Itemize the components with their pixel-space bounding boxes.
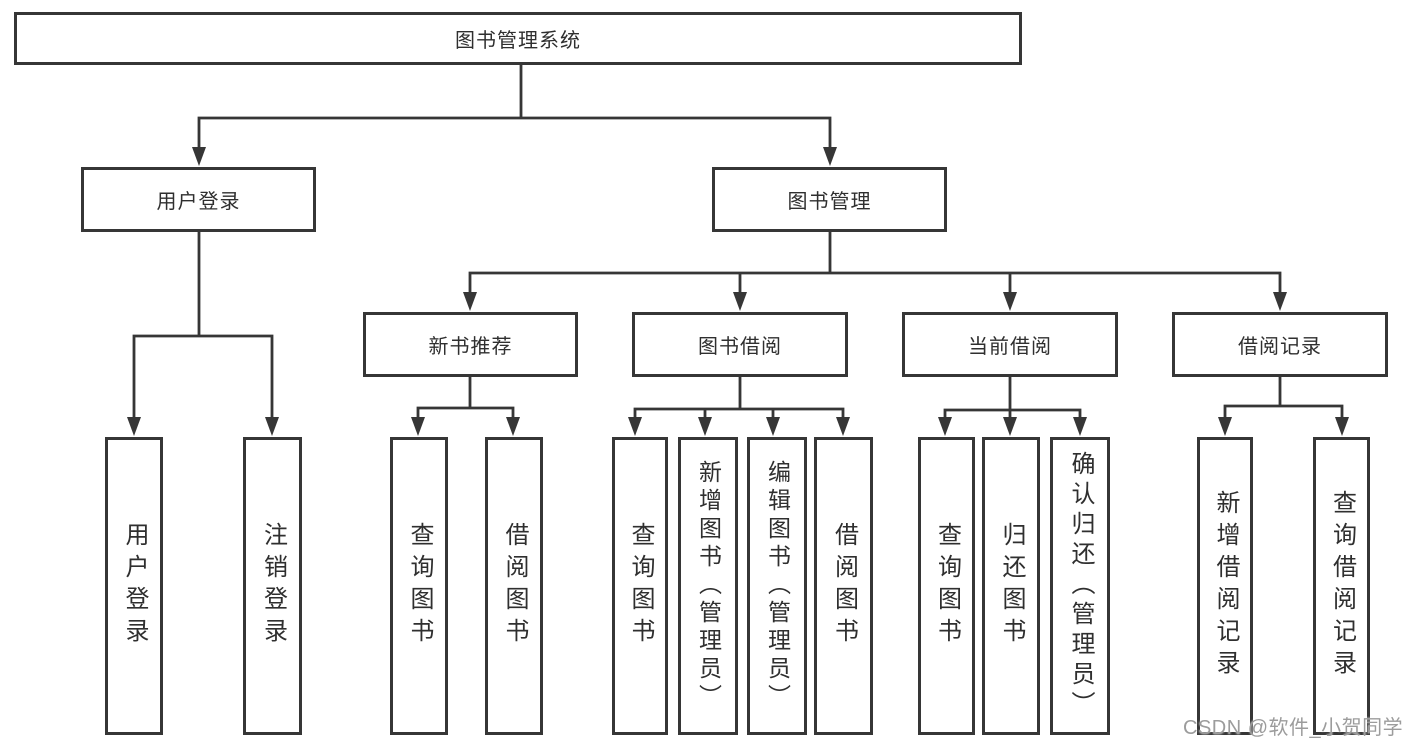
node-book-borrowing: 图书借阅 [632,312,848,377]
node-current-borrowing: 当前借阅 [902,312,1118,377]
node-label: 借阅图书 [501,522,528,650]
node-user-login: 用户登录 [81,167,316,232]
node-edit-book-admin: 编辑图书（管理员） [747,437,807,735]
node-query-borrow-record: 查询借阅记录 [1313,437,1370,735]
node-cb-query-books: 查询图书 [918,437,975,735]
node-label: 编辑图书（管理员） [764,460,791,712]
node-add-book-admin: 新增图书（管理员） [678,437,738,735]
node-label: 注销登录 [259,522,287,650]
node-book-management: 图书管理 [712,167,947,232]
node-confirm-return-admin: 确认归还（管理员） [1050,437,1110,735]
node-rec-query-books: 查询图书 [390,437,448,735]
node-rec-borrow-books: 借阅图书 [485,437,543,735]
node-label: 归还图书 [998,522,1025,650]
csdn-watermark: CSDN @软件_小贺同学 [1183,717,1404,739]
node-label: 查询借阅记录 [1328,490,1356,682]
node-label: 查询图书 [627,522,654,650]
node-add-borrow-record: 新增借阅记录 [1197,437,1253,735]
node-borrowing-records: 借阅记录 [1172,312,1388,377]
node-label: 当前借阅 [968,336,1052,358]
node-label: 图书借阅 [698,336,782,358]
node-library-system: 图书管理系统 [14,12,1022,65]
node-label: 确认归还（管理员） [1067,451,1094,721]
node-logout-leaf: 注销登录 [243,437,302,735]
node-user-login-leaf: 用户登录 [105,437,163,735]
node-return-book: 归还图书 [982,437,1040,735]
node-bb-borrow-books: 借阅图书 [814,437,873,735]
connectors [132,65,1344,420]
node-label: 用户登录 [156,191,241,213]
node-new-book-recommendation: 新书推荐 [363,312,578,377]
node-label: 借阅记录 [1238,336,1322,358]
node-label: 借阅图书 [830,522,858,650]
node-label: 新增图书（管理员） [695,460,722,712]
arrowheads [127,147,1349,436]
node-label: 查询图书 [406,522,433,650]
node-bb-query-books: 查询图书 [612,437,668,735]
node-label: 新书推荐 [428,336,513,358]
node-label: 用户登录 [121,522,148,650]
node-label: 新增借阅记录 [1212,490,1239,682]
node-label: 图书管理 [787,191,872,213]
node-label: 查询图书 [933,522,961,650]
node-label: 图书管理系统 [455,30,581,52]
